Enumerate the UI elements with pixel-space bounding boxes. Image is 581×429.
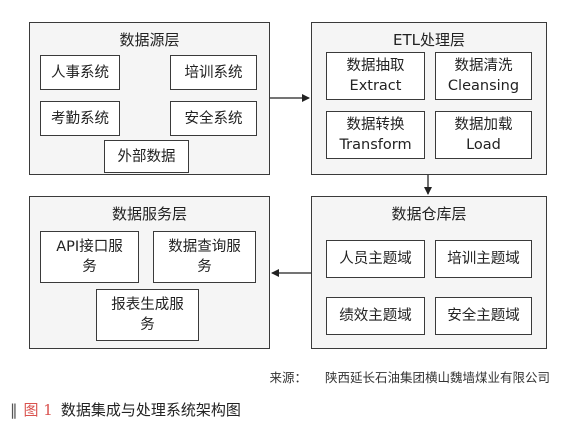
extract-label-cn: 数据抽取 xyxy=(346,58,405,74)
cleansing-label-en: Cleansing xyxy=(447,78,520,94)
personnel-subject-label: 人员主题域 xyxy=(339,251,412,267)
data-source-layer-title: 数据源层 xyxy=(119,31,180,49)
data-warehouse-layer-title: 数据仓库层 xyxy=(391,205,467,223)
load-box: 数据加载 Load xyxy=(435,111,532,159)
query-service-box: 数据查询服 务 xyxy=(153,231,256,283)
query-service-label-1: 数据查询服 xyxy=(168,239,241,255)
training-subject-label: 培训主题域 xyxy=(447,251,520,267)
data-service-layer-title: 数据服务层 xyxy=(111,205,187,223)
transform-label-cn: 数据转换 xyxy=(346,117,405,133)
transform-box: 数据转换 Transform xyxy=(326,111,425,159)
load-label-en: Load xyxy=(466,137,501,153)
source-label: 来源： xyxy=(269,370,307,385)
hr-system-label: 人事系统 xyxy=(51,64,109,81)
figure-caption: ‖ 图 1 数据集成与处理系统架构图 xyxy=(10,399,241,420)
query-service-label-2: 务 xyxy=(197,259,212,275)
source-text: 陕西延长石油集团横山魏墙煤业有限公司 xyxy=(324,370,550,385)
safety-system-box: 安全系统 xyxy=(170,101,257,136)
personnel-subject-box: 人员主题域 xyxy=(326,240,425,278)
report-service-label-2: 务 xyxy=(140,317,155,333)
hr-system-box: 人事系统 xyxy=(40,55,120,90)
cleansing-label-cn: 数据清洗 xyxy=(454,58,513,74)
source-note: 来源： 陕西延长石油集团横山魏墙煤业有限公司 xyxy=(269,367,550,386)
attendance-system-box: 考勤系统 xyxy=(40,101,120,136)
transform-label-en: Transform xyxy=(339,137,412,153)
report-service-box: 报表生成服 务 xyxy=(96,289,199,341)
etl-layer-title: ETL处理层 xyxy=(393,31,465,49)
safety-subject-label: 安全主题域 xyxy=(447,308,520,324)
safety-system-label: 安全系统 xyxy=(184,110,243,127)
figure-number: 图 1 xyxy=(23,401,53,419)
training-subject-box: 培训主题域 xyxy=(435,240,532,278)
safety-subject-box: 安全主题域 xyxy=(435,297,532,335)
figure-title: 数据集成与处理系统架构图 xyxy=(60,401,241,419)
performance-subject-box: 绩效主题域 xyxy=(326,297,425,335)
load-label-cn: 数据加载 xyxy=(454,117,513,133)
training-system-label: 培训系统 xyxy=(184,64,243,81)
performance-subject-label: 绩效主题域 xyxy=(339,308,412,324)
cleansing-box: 数据清洗 Cleansing xyxy=(435,52,532,100)
external-data-box: 外部数据 xyxy=(104,140,189,173)
external-data-label: 外部数据 xyxy=(117,148,176,165)
training-system-box: 培训系统 xyxy=(170,55,257,90)
extract-box: 数据抽取 Extract xyxy=(326,52,425,100)
report-service-label-1: 报表生成服 xyxy=(111,297,184,313)
api-service-label-2: 务 xyxy=(82,259,97,275)
caption-marker: ‖ xyxy=(10,401,18,419)
api-service-box: API接口服 务 xyxy=(40,231,139,283)
api-service-label-1: API接口服 xyxy=(56,239,123,255)
attendance-system-label: 考勤系统 xyxy=(51,110,109,127)
extract-label-en: Extract xyxy=(349,78,402,94)
